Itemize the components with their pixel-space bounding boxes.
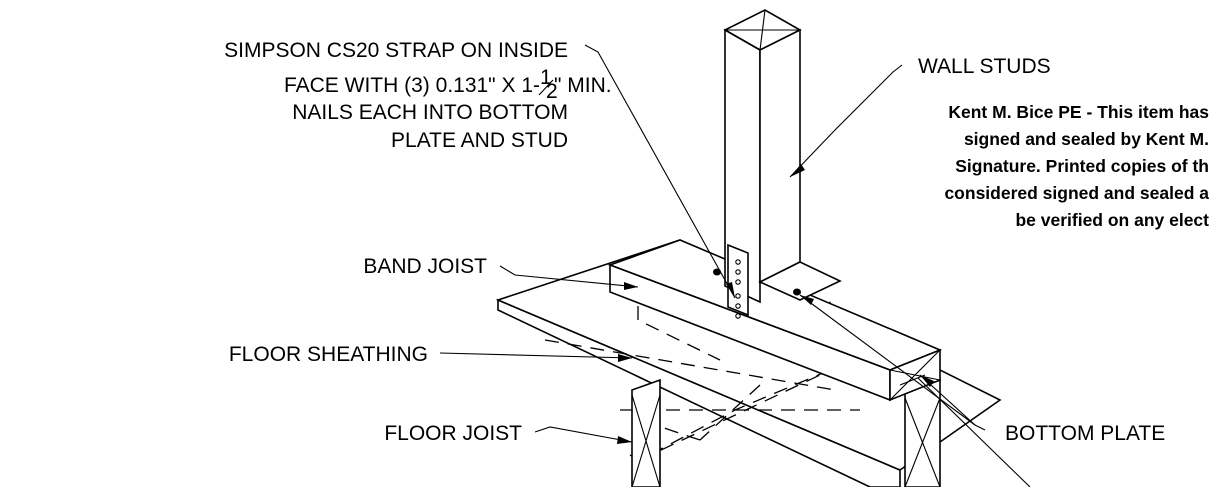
right-joist-end (904, 378, 941, 487)
strap-nail-hole (735, 259, 741, 265)
seal-line-2: signed and sealed by Kent M. (964, 129, 1209, 149)
floor-sheathing-label: FLOOR SHEATHING (229, 343, 428, 366)
leader-lines (439, 44, 1031, 487)
floor-joist-end (631, 378, 661, 487)
strap-fraction-bar (538, 79, 554, 96)
nail-head (793, 288, 801, 296)
strap-callout-line1: SIMPSON CS20 STRAP ON INSIDE (224, 39, 568, 62)
strap-nail-hole (735, 303, 741, 309)
strap-nail-hole (735, 279, 741, 285)
cs20-strap (727, 243, 749, 319)
seal-line-1: Kent M. Bice PE - This item has (948, 102, 1209, 122)
floor-joist-label: FLOOR JOIST (384, 422, 522, 445)
band-joist-label: BAND JOIST (363, 255, 487, 278)
wall-studs-label: WALL STUDS (918, 55, 1051, 78)
strap-nail-hole (735, 269, 741, 275)
strap-callout-line4: PLATE AND STUD (391, 129, 568, 152)
seal-line-5: be verified on any elect (1015, 210, 1209, 230)
callout-labels: SIMPSON CS20 STRAP ON INSIDE FACE WITH (… (224, 39, 1165, 445)
bottom-plate-label: BOTTOM PLATE (1005, 422, 1165, 445)
strap-fraction-numerator: 1 (540, 66, 552, 89)
strap-fraction-denominator: 2 (546, 80, 558, 103)
strap-callout-line3: NAILS EACH INTO BOTTOM (292, 101, 568, 124)
strap-callout-line2: FACE WITH (3) 0.131" X 1- (284, 74, 540, 97)
seal-line-4: considered signed and sealed a (944, 183, 1209, 203)
strap-nail-hole (735, 313, 741, 319)
engineer-seal-note: Kent M. Bice PE - This item has signed a… (944, 102, 1209, 230)
strap-fraction-suffix: " MIN. (554, 74, 612, 97)
strap-nail-hole (735, 293, 741, 299)
wall-stud (723, 9, 842, 304)
nail-head (713, 268, 721, 276)
seal-line-3: Signature. Printed copies of th (955, 156, 1209, 176)
